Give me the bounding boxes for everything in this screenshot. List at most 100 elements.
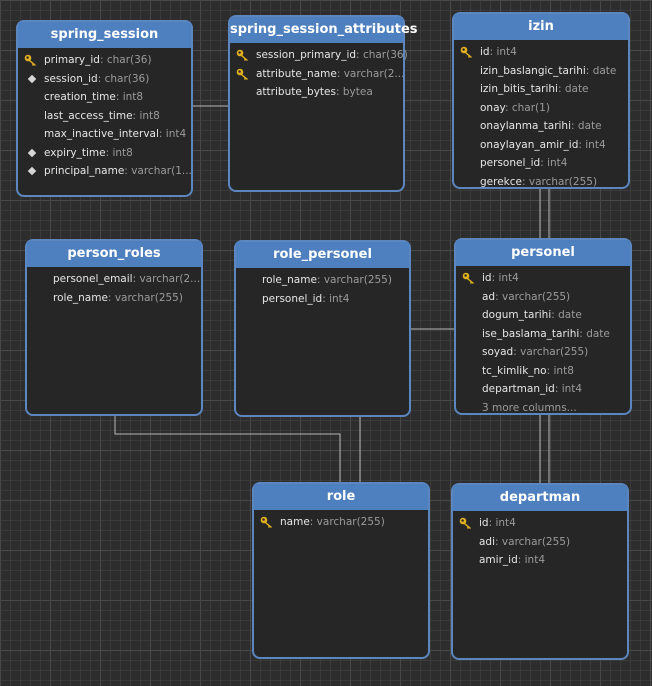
- column-row[interactable]: personel_email: varchar(2...: [27, 270, 201, 289]
- column-row[interactable]: role_name: varchar(255): [27, 289, 201, 308]
- column-type: int4: [495, 517, 516, 529]
- column-row[interactable]: attribute_bytes: bytea: [230, 83, 403, 102]
- column-row[interactable]: id: int4: [454, 43, 628, 62]
- key-icon: [24, 54, 36, 66]
- column-row[interactable]: name: varchar(255): [254, 513, 428, 532]
- column-row[interactable]: session_primary_id: char(36): [230, 46, 408, 65]
- column-row[interactable]: departman_id: int4: [456, 380, 630, 399]
- column-name: personel_email: [53, 273, 133, 285]
- column-separator: :: [105, 146, 113, 159]
- column-row[interactable]: personel_id: int4: [454, 154, 628, 173]
- column-row[interactable]: creation_time: int8: [18, 88, 191, 107]
- column-row[interactable]: dogum_tarihi: date: [456, 306, 630, 325]
- table-person-roles[interactable]: person_roles personel_email: varchar(2...…: [25, 239, 203, 416]
- column-row[interactable]: id: int4: [456, 269, 630, 288]
- column-type: varchar(1...: [131, 165, 192, 177]
- column-type: int4: [498, 272, 519, 284]
- column-row[interactable]: izin_baslangic_tarihi: date: [454, 62, 628, 81]
- column-row[interactable]: izin_bitis_tarihi: date: [454, 80, 628, 99]
- column-row[interactable]: principal_name: varchar(1...: [18, 162, 192, 181]
- column-row[interactable]: gerekce: varchar(255): [454, 173, 628, 192]
- column-type: int4: [547, 157, 568, 169]
- column-row[interactable]: primary_id: char(36): [18, 51, 191, 70]
- table-title[interactable]: personel: [456, 240, 630, 266]
- column-name: adi: [479, 535, 496, 548]
- column-row[interactable]: onaylanma_tarihi: date: [454, 117, 628, 136]
- column-row[interactable]: attribute_name: varchar(2...: [230, 65, 405, 84]
- column-list: name: varchar(255): [254, 510, 428, 532]
- column-row[interactable]: onaylayan_amir_id: int4: [454, 136, 628, 155]
- column-name: primary_id: [44, 54, 100, 66]
- table-spring-session-attributes[interactable]: spring_session_attributes session_primary…: [228, 15, 418, 192]
- column-type: char(36): [106, 54, 152, 66]
- column-name: ise_baslama_tarihi: [482, 327, 580, 340]
- column-row[interactable]: onay: char(1): [454, 99, 628, 118]
- column-type: varchar(255): [528, 175, 598, 188]
- column-separator: :: [99, 54, 107, 66]
- column-separator: :: [356, 49, 363, 61]
- column-type: date: [586, 327, 610, 340]
- table-title[interactable]: departman: [453, 485, 627, 511]
- column-separator: :: [316, 274, 324, 286]
- table-title[interactable]: izin: [454, 14, 628, 40]
- column-name: last_access_time: [44, 109, 133, 122]
- column-row[interactable]: role_name: varchar(255): [236, 271, 409, 290]
- column-type: varchar(255): [502, 290, 571, 303]
- column-row[interactable]: amir_id: int4: [453, 551, 627, 570]
- column-type: int4: [585, 138, 606, 151]
- column-type: bytea: [342, 86, 373, 98]
- column-name: gerekce: [480, 175, 522, 188]
- column-row[interactable]: expiry_time: int8: [18, 144, 191, 163]
- column-separator: :: [546, 364, 554, 377]
- column-row[interactable]: ise_baslama_tarihi: date: [456, 325, 630, 344]
- column-row[interactable]: last_access_time: int8: [18, 107, 191, 126]
- column-type: date: [592, 64, 617, 77]
- column-type: varchar(255): [316, 516, 385, 528]
- column-separator: :: [132, 109, 140, 122]
- column-separator: :: [97, 72, 105, 85]
- column-name: name: [280, 516, 310, 528]
- column-type: varchar(255): [323, 274, 392, 286]
- column-type: int4: [496, 46, 517, 58]
- column-row[interactable]: adi: varchar(255): [453, 533, 627, 552]
- column-row[interactable]: max_inactive_interval: int4: [18, 125, 191, 144]
- column-name: creation_time: [44, 91, 116, 103]
- column-type: varchar(2...: [343, 67, 405, 80]
- table-title[interactable]: role_personel: [236, 242, 409, 268]
- column-separator: :: [158, 128, 166, 140]
- table-title[interactable]: spring_session: [18, 22, 191, 48]
- column-separator: :: [309, 516, 317, 528]
- column-type: varchar(255): [520, 346, 589, 358]
- column-separator: :: [495, 535, 502, 548]
- column-type: int8: [122, 91, 144, 103]
- column-row[interactable]: session_id: char(36): [18, 70, 191, 89]
- more-columns-link[interactable]: 3 more columns...: [482, 401, 577, 414]
- column-row[interactable]: soyad: varchar(255): [456, 343, 630, 362]
- table-title[interactable]: spring_session_attributes: [230, 17, 418, 43]
- column-separator: :: [491, 272, 499, 284]
- column-row[interactable]: id: int4: [453, 514, 627, 533]
- column-name: max_inactive_interval: [44, 128, 159, 140]
- column-type: char(36): [362, 49, 408, 61]
- column-separator: :: [488, 517, 496, 529]
- column-name: tc_kimlik_no: [482, 364, 547, 377]
- table-role[interactable]: role name: varchar(255): [252, 482, 430, 659]
- column-row[interactable]: ad: varchar(255): [456, 288, 630, 307]
- column-separator: :: [495, 290, 502, 303]
- column-row[interactable]: personel_id: int4: [236, 290, 409, 309]
- table-title[interactable]: person_roles: [27, 241, 201, 267]
- column-row[interactable]: tc_kimlik_no: int8: [456, 362, 630, 381]
- column-name: ad: [482, 290, 496, 303]
- table-title[interactable]: role: [254, 484, 428, 510]
- table-role-personel[interactable]: role_personel role_name: varchar(255)pers…: [234, 240, 411, 417]
- column-name: dogum_tarihi: [482, 309, 552, 321]
- column-name: onay: [480, 101, 505, 114]
- key-icon: [260, 516, 272, 528]
- column-type: int4: [524, 554, 545, 566]
- column-name: id: [480, 46, 490, 58]
